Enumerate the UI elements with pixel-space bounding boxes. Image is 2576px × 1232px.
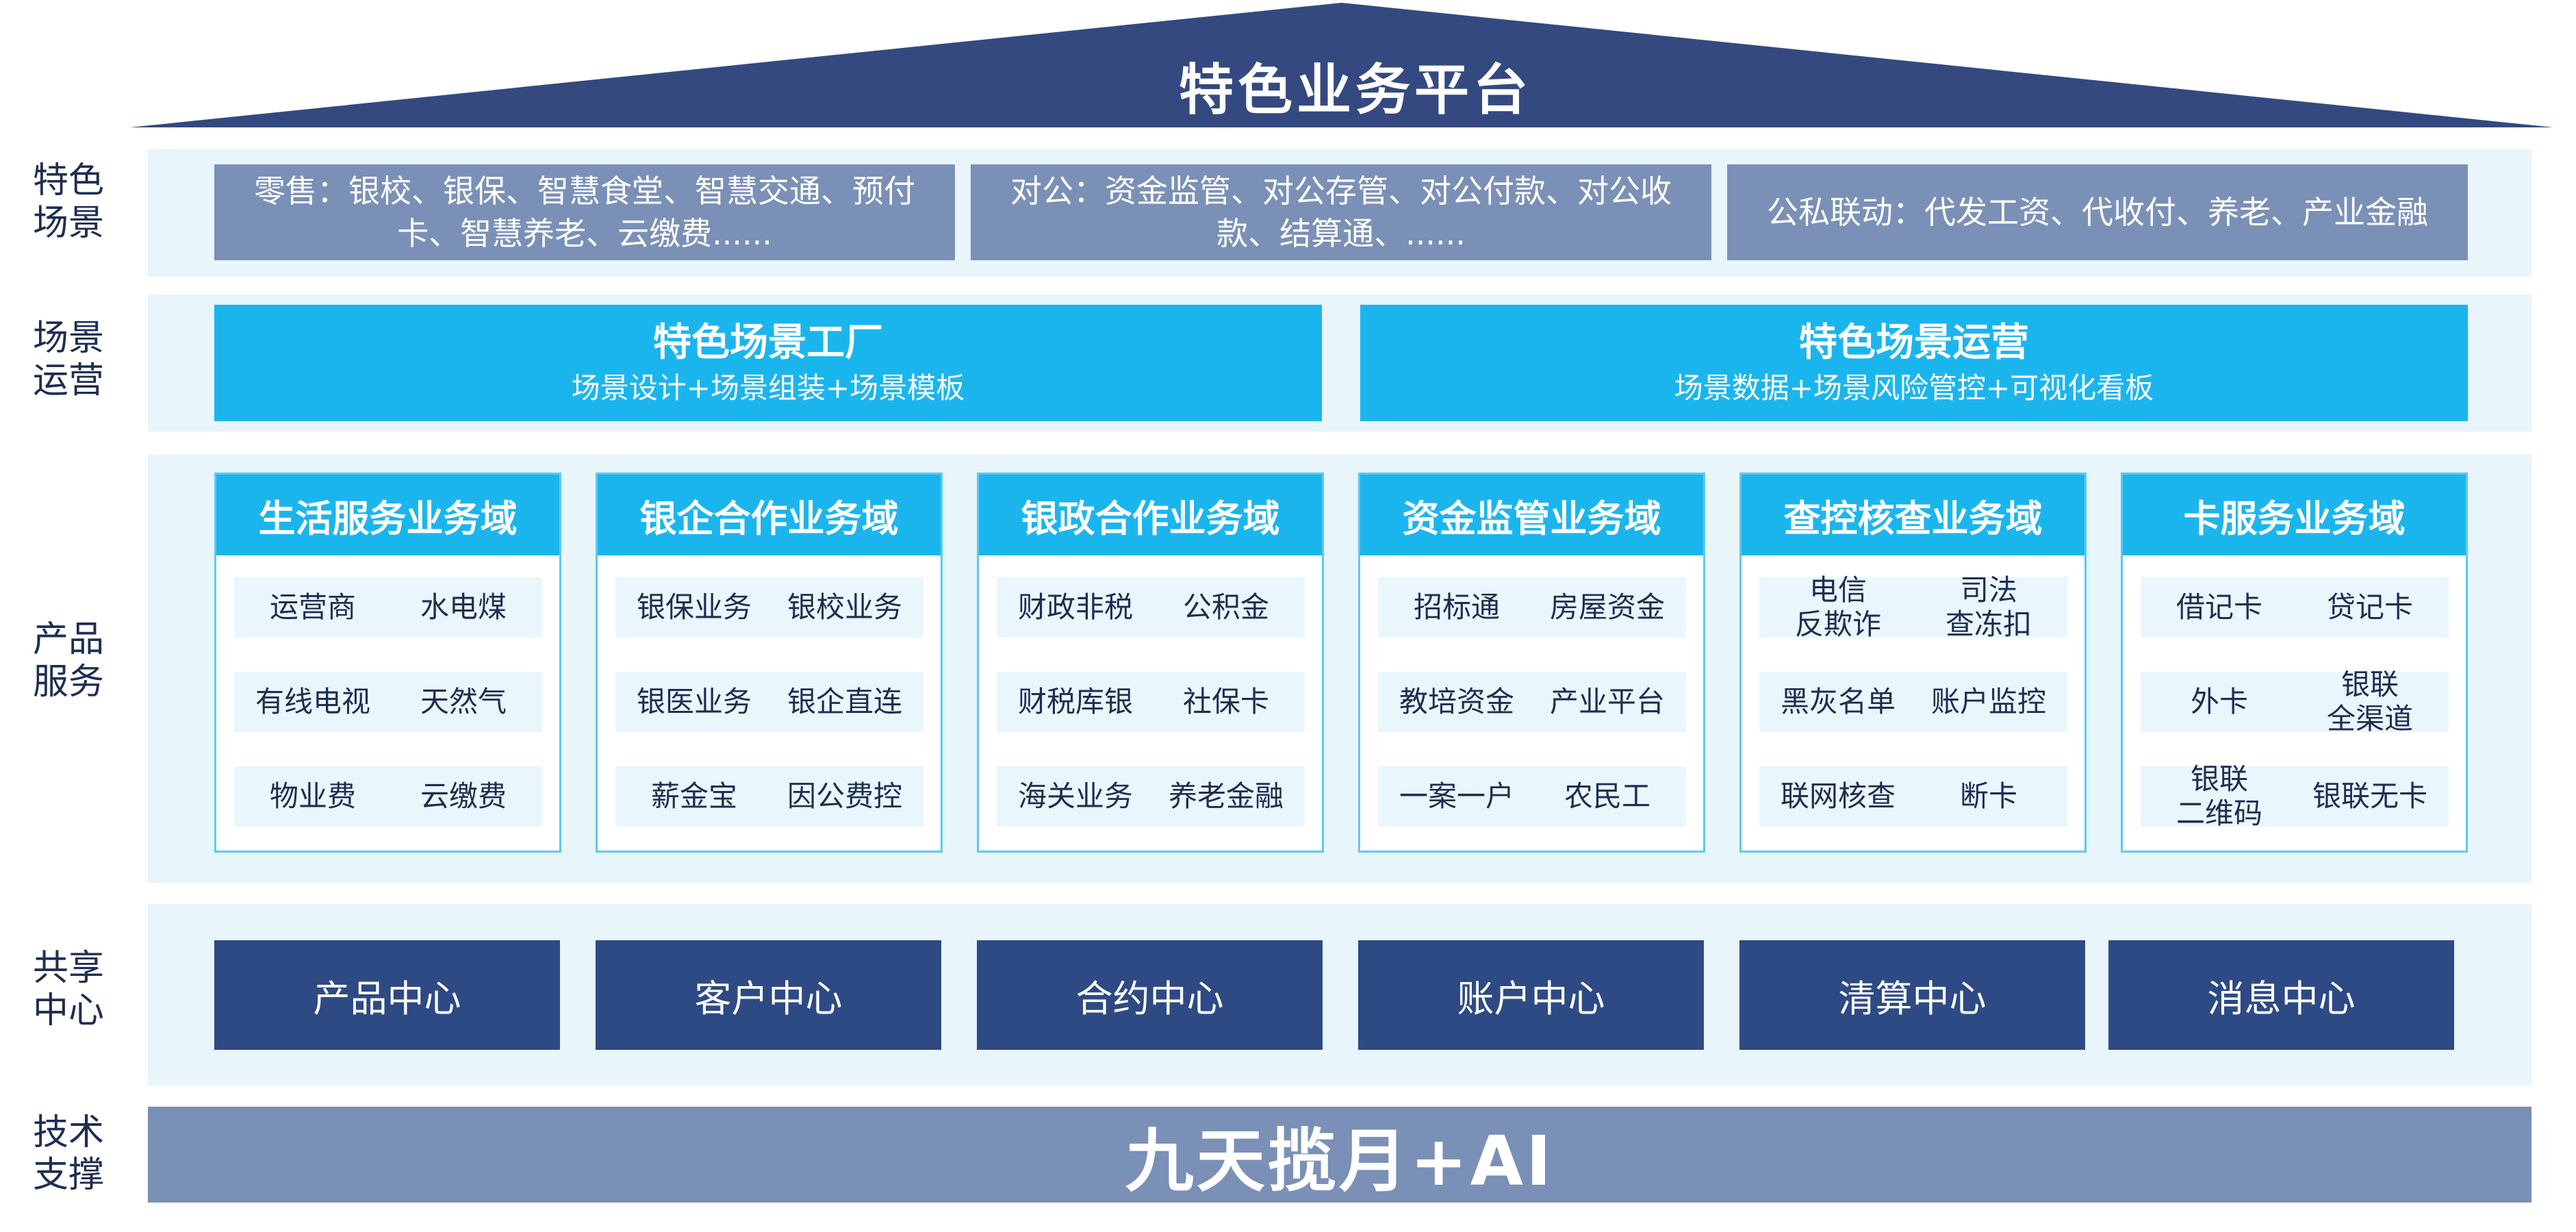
- domain-title: 资金监管业务域: [1360, 475, 1703, 555]
- domain-item: 银校业务: [766, 577, 923, 638]
- scene-operations-title: 特色场景运营: [1799, 320, 2029, 365]
- domain-title: 查控核查业务域: [1742, 475, 2084, 555]
- domain-item: 云缴费: [385, 766, 542, 827]
- row-label-shared: 共享 中心: [32, 948, 104, 1031]
- domain-4: 查控核查业务域电信 反欺诈司法 查冻扣黑灰名单账户监控联网核查断卡: [1739, 473, 2087, 853]
- scene-retail: 零售：银校、银保、智慧食堂、智慧交通、预付卡、智慧养老、云缴费......: [214, 164, 955, 260]
- domain-item: 海关业务: [997, 766, 1154, 827]
- domain-item: 银联 全渠道: [2291, 668, 2449, 736]
- center-5: 消息中心: [2108, 940, 2454, 1050]
- domain-item: 银保业务: [615, 577, 773, 638]
- center-1: 客户中心: [596, 940, 941, 1050]
- domain-item: 因公费控: [766, 766, 923, 827]
- scene-factory-title: 特色场景工厂: [653, 320, 883, 365]
- domain-item: 电信 反欺诈: [1759, 573, 1917, 641]
- domain-item: 银联无卡: [2291, 766, 2449, 827]
- domain-item: 贷记卡: [2291, 577, 2449, 638]
- row-label-products: 产品 服务: [32, 619, 104, 703]
- domain-item: 财政非税: [997, 577, 1154, 638]
- domain-item: 农民工: [1529, 766, 1686, 827]
- platform-title: 特色业务平台: [1179, 58, 1532, 122]
- domain-item: 黑灰名单: [1759, 672, 1917, 732]
- domain-5: 卡服务业务域借记卡贷记卡外卡银联 全渠道银联 二维码银联无卡: [2121, 473, 2468, 853]
- domain-item: 运营商: [234, 577, 392, 638]
- center-3: 账户中心: [1358, 940, 1704, 1050]
- domain-item: 断卡: [1910, 766, 2067, 827]
- domain-item: 银医业务: [615, 672, 773, 732]
- domain-item: 招标通: [1378, 577, 1535, 638]
- domain-item: 公积金: [1147, 577, 1305, 638]
- domain-2: 银政合作业务域财政非税公积金财税库银社保卡海关业务养老金融: [977, 473, 1324, 853]
- domain-item: 房屋资金: [1529, 577, 1686, 638]
- scene-factory: 特色场景工厂 场景设计+场景组装+场景模板: [214, 305, 1322, 421]
- scene-joint: 公私联动：代发工资、代收付、养老、产业金融: [1727, 164, 2468, 260]
- domain-title: 银政合作业务域: [979, 475, 1322, 555]
- domain-item: 银联 二维码: [2141, 762, 2298, 830]
- center-0: 产品中心: [214, 940, 560, 1050]
- domain-item: 水电煤: [385, 577, 542, 638]
- domain-1: 银企合作业务域银保业务银校业务银医业务银企直连薪金宝因公费控: [596, 473, 943, 853]
- domain-item: 财税库银: [997, 672, 1154, 732]
- domain-item: 社保卡: [1147, 672, 1305, 732]
- row-label-scenes: 特色 场景: [32, 160, 104, 244]
- scene-corporate: 对公：资金监管、对公存管、对公付款、对公收款、结算通、......: [971, 164, 1711, 260]
- domain-item: 物业费: [234, 766, 392, 827]
- domain-item: 外卡: [2141, 672, 2298, 732]
- domain-item: 联网核查: [1759, 766, 1917, 827]
- domain-item: 司法 查冻扣: [1910, 573, 2067, 641]
- domain-0: 生活服务业务域运营商水电煤有线电视天然气物业费云缴费: [214, 473, 561, 853]
- domain-item: 养老金融: [1147, 766, 1305, 827]
- domain-item: 有线电视: [234, 672, 392, 732]
- domain-item: 借记卡: [2141, 577, 2298, 638]
- domain-title: 卡服务业务域: [2123, 475, 2466, 555]
- domain-title: 生活服务业务域: [216, 475, 559, 555]
- scene-factory-subtitle: 场景设计+场景组装+场景模板: [571, 371, 965, 405]
- domain-item: 银企直连: [766, 672, 923, 732]
- platform-roof: [130, 3, 2553, 127]
- domain-item: 天然气: [385, 672, 542, 732]
- center-2: 合约中心: [977, 940, 1323, 1050]
- domain-title: 银企合作业务域: [598, 475, 941, 555]
- row-label-operations: 场景 运营: [32, 318, 104, 401]
- domain-item: 教培资金: [1378, 672, 1535, 732]
- row-label-tech: 技术 支撑: [32, 1112, 104, 1196]
- domain-item: 账户监控: [1910, 672, 2067, 732]
- scene-operations: 特色场景运营 场景数据+场景风险管控+可视化看板: [1360, 305, 2468, 421]
- scene-operations-subtitle: 场景数据+场景风险管控+可视化看板: [1674, 371, 2154, 405]
- tech-platform: 九天揽月+AI: [148, 1107, 2532, 1203]
- domain-item: 一案一户: [1378, 766, 1535, 827]
- center-4: 清算中心: [1739, 940, 2085, 1050]
- domain-3: 资金监管业务域招标通房屋资金教培资金产业平台一案一户农民工: [1358, 473, 1705, 853]
- domain-item: 产业平台: [1529, 672, 1686, 732]
- domain-item: 薪金宝: [615, 766, 773, 827]
